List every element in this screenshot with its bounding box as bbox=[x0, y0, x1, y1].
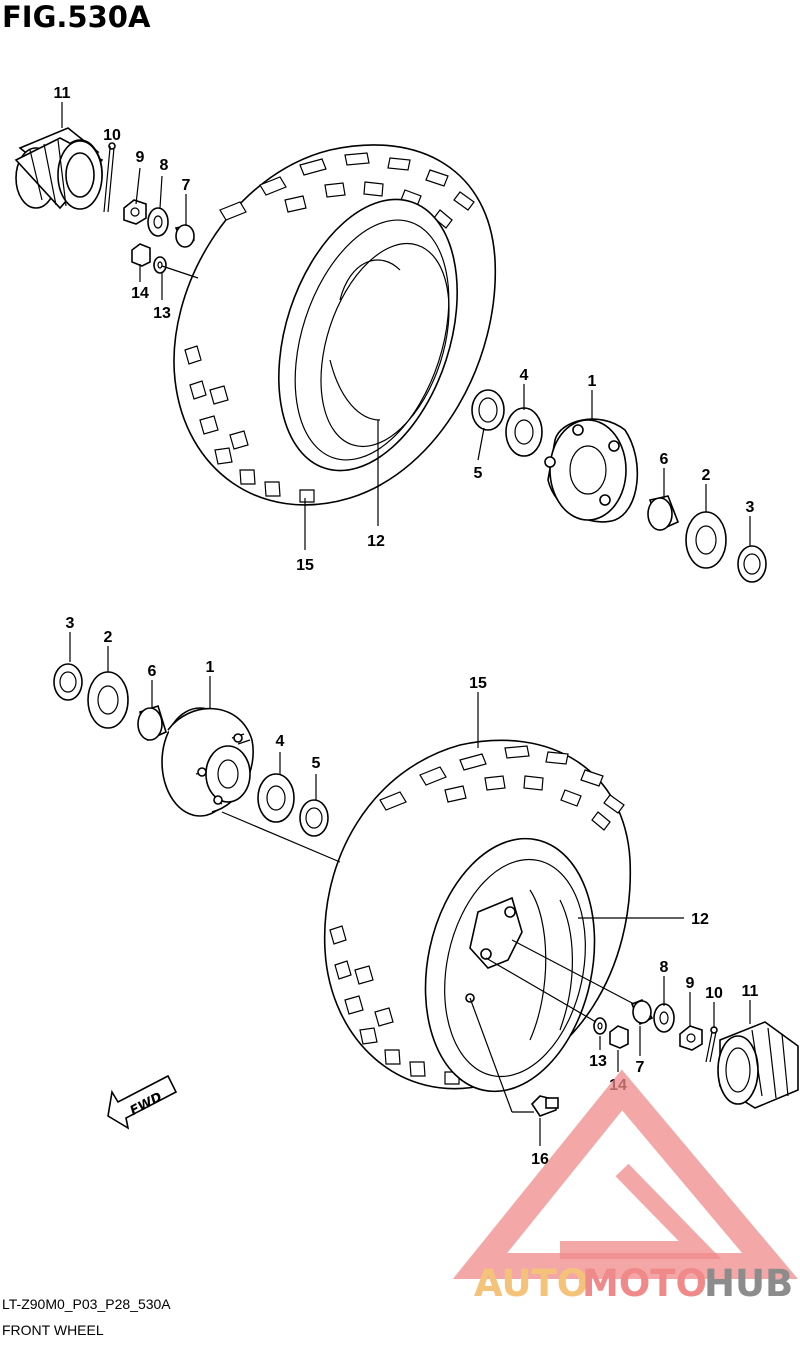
bottom-callout-7: 7 bbox=[636, 1059, 645, 1076]
top-part-5-seal bbox=[471, 389, 505, 431]
watermark-text-moto: MOTO bbox=[582, 1262, 707, 1305]
bottom-callout-10: 10 bbox=[705, 985, 723, 1002]
bottom-part-16-valve bbox=[530, 1095, 559, 1117]
bottom-part-8-washer bbox=[653, 1003, 675, 1033]
bottom-callout-12: 12 bbox=[691, 911, 709, 928]
figure-code: LT-Z90M0_P03_P28_530A bbox=[2, 1296, 171, 1312]
top-callout-15: 15 bbox=[296, 557, 314, 574]
bottom-leader-lines bbox=[69, 632, 751, 1146]
bottom-part-9-castle-nut bbox=[679, 1025, 703, 1051]
top-part-15-tire bbox=[173, 144, 497, 506]
bottom-part-7-collar bbox=[630, 998, 654, 1026]
bottom-assembly: 3 2 6 1 4 5 15 12 8 9 10 11 13 7 14 16 bbox=[53, 615, 799, 1168]
top-part-1-hub bbox=[544, 418, 639, 523]
top-callout-5: 5 bbox=[474, 465, 483, 482]
top-callout-1: 1 bbox=[588, 373, 597, 390]
top-callout-2: 2 bbox=[702, 467, 711, 484]
top-part-6-spacer bbox=[647, 495, 680, 532]
bottom-callout-16: 16 bbox=[531, 1151, 549, 1168]
bottom-callout-9: 9 bbox=[686, 975, 695, 992]
top-part-4-bearing bbox=[505, 407, 543, 457]
top-part-11-sleeve bbox=[14, 127, 104, 210]
top-part-7-collar bbox=[174, 224, 196, 248]
top-callout-13: 13 bbox=[153, 305, 171, 322]
top-part-14-nut bbox=[131, 243, 151, 267]
bottom-part-10-cotter-pin bbox=[705, 1026, 718, 1063]
top-part-8-washer bbox=[147, 207, 169, 237]
bottom-part-14-nut bbox=[609, 1025, 629, 1049]
top-callout-12: 12 bbox=[367, 533, 385, 550]
top-part-3-seal bbox=[737, 545, 767, 583]
fwd-arrow: FWD bbox=[107, 1074, 178, 1130]
top-callout-11: 11 bbox=[54, 85, 71, 102]
top-callout-4: 4 bbox=[520, 367, 529, 384]
bottom-part-13-washer bbox=[593, 1017, 607, 1035]
bottom-callout-13: 13 bbox=[589, 1053, 607, 1070]
bottom-part-3-seal bbox=[53, 663, 83, 701]
bottom-part-6-spacer bbox=[137, 704, 167, 742]
figure-title: FIG.530A bbox=[2, 0, 151, 34]
watermark-logo: AUTO MOTO HUB bbox=[452, 1069, 798, 1305]
top-callout-14: 14 bbox=[131, 285, 149, 302]
bottom-callout-4: 4 bbox=[276, 733, 285, 750]
top-part-2-bearing bbox=[685, 511, 727, 569]
bottom-callout-6: 6 bbox=[148, 663, 157, 680]
bottom-callout-8: 8 bbox=[660, 959, 669, 976]
top-assembly: 11 10 9 8 7 14 13 12 15 5 4 1 6 2 3 bbox=[14, 85, 767, 583]
bottom-callout-3: 3 bbox=[66, 615, 75, 632]
top-part-10-cotter-pin bbox=[103, 142, 116, 213]
bottom-part-2-bearing bbox=[87, 671, 129, 729]
bottom-callout-1: 1 bbox=[206, 659, 215, 676]
top-leader-lines bbox=[61, 102, 751, 550]
top-callout-9: 9 bbox=[136, 149, 145, 166]
bottom-part-5-seal bbox=[299, 799, 329, 837]
top-callout-6: 6 bbox=[660, 451, 669, 468]
figure-name: FRONT WHEEL bbox=[2, 1322, 104, 1338]
top-callout-8: 8 bbox=[160, 157, 169, 174]
top-callout-7: 7 bbox=[182, 177, 191, 194]
top-part-13-washer bbox=[153, 256, 167, 274]
bottom-part-4-bearing bbox=[257, 773, 295, 823]
top-part-9-castle-nut bbox=[123, 199, 147, 225]
watermark-text-auto: AUTO bbox=[474, 1262, 588, 1305]
bottom-part-1-hub bbox=[161, 707, 254, 817]
bottom-part-15-tire bbox=[323, 739, 632, 1093]
bottom-callout-11: 11 bbox=[742, 983, 759, 1000]
bottom-callout-15: 15 bbox=[469, 675, 487, 692]
bottom-part-11-sleeve bbox=[717, 1021, 799, 1109]
bottom-callout-2: 2 bbox=[104, 629, 113, 646]
bottom-callout-5: 5 bbox=[312, 755, 321, 772]
top-callout-10: 10 bbox=[103, 127, 121, 144]
top-callout-3: 3 bbox=[746, 499, 755, 516]
watermark-text-hub: HUB bbox=[704, 1262, 793, 1305]
